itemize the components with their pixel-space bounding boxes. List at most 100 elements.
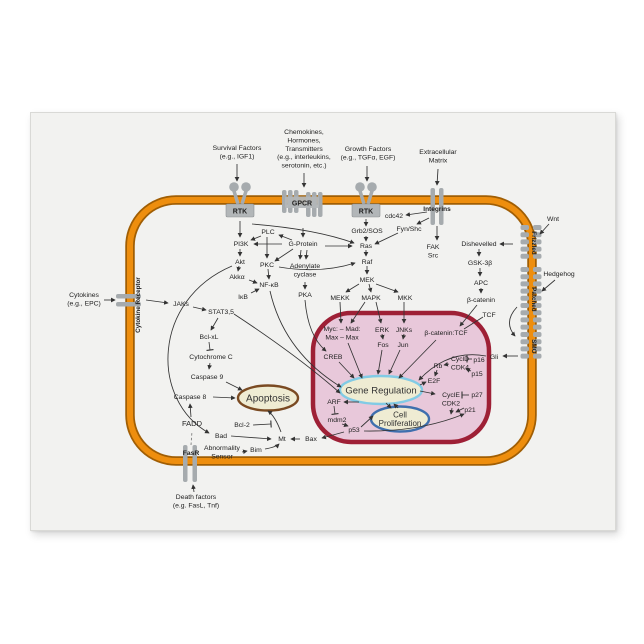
edge-gene-regulation-to-e2f <box>419 381 427 386</box>
edge-jun-to-gene-regulation <box>388 349 401 375</box>
edge-b-catenin-tcf-to-gene-regulation <box>398 339 437 379</box>
node-mdm2-label: mdm2 <box>328 417 347 424</box>
edge-cycld-cdk4-to-rb <box>443 361 450 367</box>
oval-apoptosis: Apoptosis <box>236 384 300 412</box>
edge-gene-regulation-to-cell-proliferation <box>385 402 392 409</box>
receptor-rtk1-icon: RTK <box>225 182 255 218</box>
edge-cell-proliferation-to-gene-regulation <box>393 403 399 409</box>
edge-p15-to-cycld-cdk4 <box>465 368 472 373</box>
receptor-cytokine-receptor-label: Cytokine Receptor <box>135 277 142 333</box>
node-raf-label: Raf <box>362 259 373 266</box>
node-mt-label: Mt <box>278 436 286 443</box>
edge-patched-to-smo <box>509 306 518 337</box>
edge-rb-to-e2f <box>434 369 439 377</box>
node-p21-label: p21 <box>464 407 476 414</box>
node-mkk-label: MKK <box>398 295 413 302</box>
receptor-rtk1-label: RTK <box>233 209 247 216</box>
edge-caspase8-to-apoptosis <box>212 395 236 401</box>
edge-g-protein-to-plc <box>278 234 293 241</box>
edge-cycle-cdk2-to-cell-proliferation <box>449 407 454 415</box>
node-plc-label: PLC <box>261 229 274 236</box>
node-jnks-label: JNKs <box>396 327 413 334</box>
edge-mapk-to-erk <box>375 301 383 324</box>
edge-fadd-to-caspase8 <box>187 403 193 418</box>
node-bcl-2-label: Bcl-2 <box>234 422 250 429</box>
edge-g-protein-to-pkc <box>274 248 294 262</box>
edge-nfkb-to-gene-regulation <box>269 290 342 388</box>
edge-arf-to-mdm2 <box>333 405 336 415</box>
node-bax-label: Bax <box>305 436 317 443</box>
cell-membrane-band <box>127 197 535 464</box>
node-erk-label: ERK <box>375 327 389 334</box>
receptor-integrins-label: Integrins <box>423 206 451 213</box>
edge-rtk1-to-ras <box>251 223 355 244</box>
node-bcl-xl-label: Bcl-xL <box>200 334 219 341</box>
edge-pka-to-creb <box>304 299 327 352</box>
node-creb-label: CREB <box>324 354 343 361</box>
edge-bcl-2-to-mt <box>252 423 272 426</box>
edge-pkc-to-nfkb <box>266 268 271 280</box>
edge-akt-to-bad <box>167 265 233 434</box>
receptor-cytokine-receptor-icon: Cytokine Receptor <box>116 277 142 333</box>
node-mek-label: MEK <box>360 277 375 284</box>
receptor-rtk2-label: RTK <box>359 209 373 216</box>
receptor-frizzled-label: Frizzled <box>530 231 537 255</box>
edge-mdm2-to-p53 <box>341 422 349 427</box>
edge-tcf-to-b-catenin-tcf <box>463 316 484 330</box>
node-b-catenin-tcf-label: β-catenin:TCF <box>424 330 467 337</box>
node-gsk-3b-label: GSK-3β <box>468 260 492 267</box>
receptor-patched-icon: Patched <box>520 267 542 330</box>
node-stat35-label: STAT3,5 <box>208 309 234 316</box>
edge-integrins-to-fyn-shc <box>416 217 430 225</box>
pathway-labels: Survival Factors(e.g., IGF1)Chemokines,H… <box>67 129 575 509</box>
node-p53-label: p53 <box>348 427 360 434</box>
receptor-gpcr-label: GPCR <box>292 201 312 208</box>
node-bim-label: Bim <box>250 447 262 454</box>
receptor-fasr-icon: FasR <box>183 445 200 482</box>
oval-gene-regulation-label: Gene Regulation <box>345 385 416 396</box>
node-b-catenin-label: β-catenin <box>467 297 495 304</box>
edge-bcl-xl-to-cytochrome-c <box>208 341 211 351</box>
edge-akka-to-nfkb <box>248 279 258 284</box>
edge-stat35-to-gene-regulation <box>233 313 341 394</box>
receptor-patched-label: Patched <box>530 287 537 312</box>
node-arf-label: ARF <box>327 399 341 406</box>
node-pi3k-label: PI3K <box>234 241 249 248</box>
node-ras-label: Ras <box>360 243 373 250</box>
edge-mek-to-mapk <box>367 283 373 293</box>
edge-mek-to-mkk <box>375 283 399 293</box>
node-jaks-label: JAKs <box>173 301 189 308</box>
edge-p53-to-cell-proliferation <box>360 415 374 428</box>
edge-fasr-to-fadd <box>190 430 193 446</box>
node-pka-label: PKA <box>298 292 312 299</box>
receptor-rtk2-icon: RTK <box>351 182 381 218</box>
edge-p53-to-p21 <box>363 413 465 432</box>
edge-fyn-shc-to-ras <box>374 232 399 245</box>
receptor-fasr-label: FasR <box>183 450 200 457</box>
node-cytokines-label: Cytokines(e.g., EPC) <box>67 292 101 307</box>
inhibition-bar-arf-to-mdm2 <box>331 413 339 415</box>
edge-caspase9-to-apoptosis <box>225 381 243 391</box>
node-myc-max-label: Myc: – Mad:Max – Max <box>323 326 360 341</box>
node-fos-label: Fos <box>377 342 389 349</box>
receptor-smo-icon: SMO <box>520 332 542 359</box>
receptor-frizzled-icon: Frizzled <box>520 225 542 259</box>
node-hedgehog-label: Hedgehog <box>543 271 575 278</box>
node-apc-label: APC <box>474 280 488 287</box>
edge-fos-to-gene-regulation <box>376 349 383 375</box>
edge-cytokine-receptor-to-jaks <box>145 299 169 305</box>
edge-abnormality-sensor-to-bim <box>241 449 248 455</box>
node-mekk-label: MEKK <box>330 295 350 302</box>
edge-mekk-to-myc-max <box>338 301 344 324</box>
edge-g-protein-to-adenylate-cyclase <box>304 249 309 260</box>
node-g-protein-label: G-Protein <box>288 241 317 248</box>
node-caspase8-label: Caspase 8 <box>174 394 207 401</box>
node-fyn-shc-label: Fyn/Shc <box>397 226 423 233</box>
